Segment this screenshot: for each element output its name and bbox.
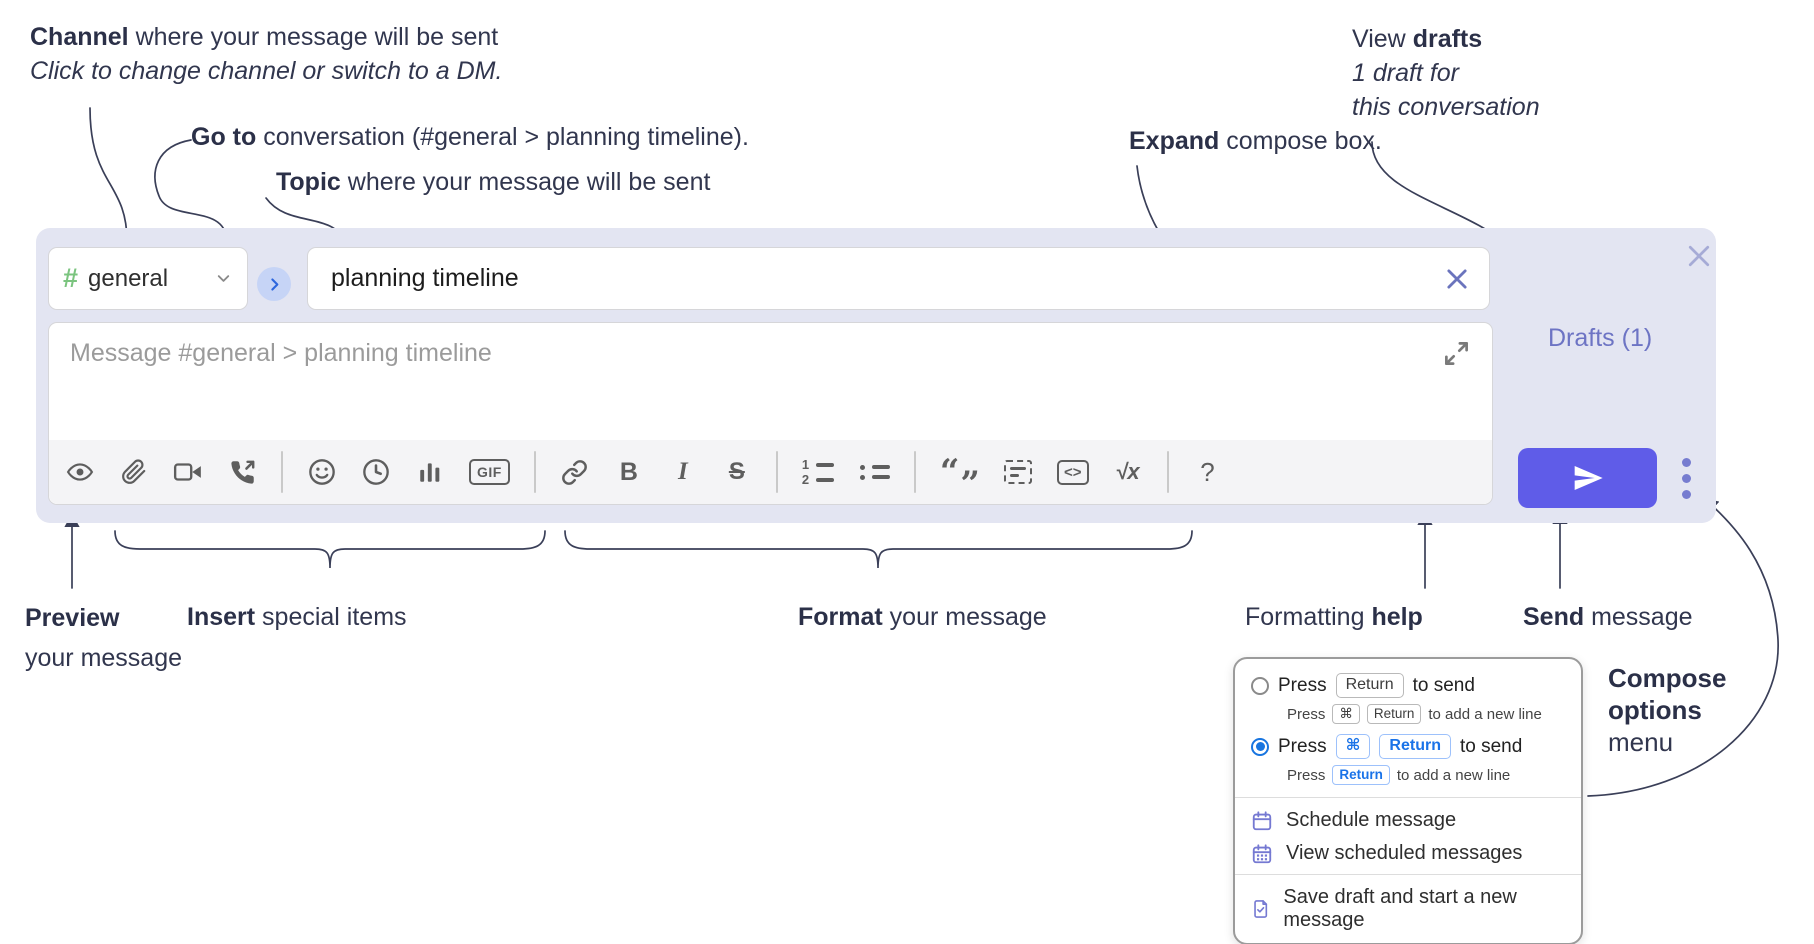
gif-button[interactable]: GIF [469,452,510,492]
toolbar-divider [775,451,778,493]
spoiler-button[interactable] [1003,452,1033,492]
formatting-help-button[interactable]: ? [1193,452,1223,492]
menu-item-schedule-message[interactable]: Schedule message [1235,804,1581,837]
goto-annotation: Go to conversation (#general > planning … [191,123,749,151]
formatting-help-annotation: Formatting help [1245,603,1423,631]
close-compose-icon[interactable] [1684,241,1714,271]
compose-toolbar: GIF B I S [49,440,1492,504]
clock-icon [363,459,389,485]
ellipsis-dot [1681,458,1691,467]
code-icon: <> [1056,459,1089,485]
numbered-list-button[interactable]: 1 2 [802,452,834,492]
return-key: Return [1379,734,1451,759]
link-button[interactable] [560,452,590,492]
compose-options-popup: Press Return to send Press ⌘ Return to a… [1233,657,1583,944]
math-button[interactable]: √x [1113,452,1143,492]
channel-hash-icon: # [63,263,79,293]
preview-button[interactable] [65,452,95,492]
strikethrough-icon: S [728,458,745,485]
view-drafts-annotation: View drafts 1 draft for this conversatio… [1352,25,1540,121]
cmd-key: ⌘ [1335,734,1371,759]
send-option-return[interactable]: Press Return to send Press ⌘ Return to a… [1235,671,1581,732]
code-button[interactable]: <> [1056,452,1089,492]
message-box: GIF B I S [48,322,1493,505]
send-icon [1574,466,1603,490]
radio-selected[interactable] [1251,737,1269,756]
toolbar-divider [281,451,283,493]
emoji-button[interactable] [307,452,337,492]
bulleted-list-icon [858,464,890,480]
phone-outgoing-icon [230,460,254,484]
strikethrough-button[interactable]: S [722,452,752,492]
bold-icon: B [619,457,638,486]
cmd-key: ⌘ [1332,704,1360,724]
italic-button[interactable]: I [668,452,698,492]
link-icon [562,459,588,485]
bold-button[interactable]: B [614,452,644,492]
popup-divider [1235,797,1581,798]
channel-selector[interactable]: # general [48,247,248,310]
chevron-right-icon [270,277,278,291]
drafts-link[interactable]: Drafts (1) [1548,324,1653,352]
topic-annotation: Topic where your message will be sent [276,168,711,196]
draft-check-icon [1254,900,1268,918]
expand-annotation: Expand compose box. [1129,127,1382,155]
compose-options-annotation: Compose options menu [1608,663,1727,757]
go-to-conversation-button[interactable] [257,267,291,301]
audio-call-button[interactable] [227,452,257,492]
calendar-grid-icon [1252,843,1272,863]
ellipsis-dot [1681,490,1691,499]
topic-input[interactable] [308,248,1489,309]
ellipsis-dot [1681,474,1691,483]
paperclip-icon [122,459,146,484]
message-input[interactable] [49,323,1492,439]
send-button[interactable] [1518,448,1657,508]
toolbar-divider [1166,451,1169,493]
channel-pointer-line [89,107,135,244]
calendar-icon [1252,810,1272,830]
channel-name: general [88,264,169,292]
video-call-button[interactable] [173,452,203,492]
compose-options-button[interactable] [1680,458,1692,499]
menu-item-view-scheduled-messages[interactable]: View scheduled messages [1235,837,1581,870]
format-brace [564,530,1193,569]
format-annotation: Format your message [798,603,1047,631]
quote-icon: “” [939,452,980,504]
send-option-cmd-return[interactable]: Press ⌘ Return to send Press Return to a… [1235,732,1581,793]
return-key: Return [1332,765,1390,785]
global-time-button[interactable] [361,452,391,492]
toolbar-divider [913,451,916,493]
radio-unselected[interactable] [1251,676,1269,695]
chevron-down-icon [217,275,230,282]
menu-item-save-draft[interactable]: Save draft and start a new message [1235,881,1581,937]
toolbar-divider [533,451,536,493]
video-camera-icon [173,463,201,481]
bar-chart-icon [420,463,440,482]
insert-annotation: Insert special items [187,603,407,631]
topic-field [307,247,1490,310]
send-annotation: Send message [1523,603,1693,631]
preview-annotation: Preview your message [25,604,183,672]
question-mark-icon: ? [1200,456,1215,487]
expand-compose-icon[interactable] [1443,340,1470,367]
popup-divider [1235,874,1581,875]
eye-icon [66,463,94,481]
poll-button[interactable] [415,452,445,492]
smiley-icon [309,459,335,485]
insert-brace [114,530,546,569]
italic-icon: I [677,458,688,485]
attach-file-button[interactable] [119,452,149,492]
gif-icon: GIF [469,459,510,485]
return-key: Return [1335,673,1404,698]
return-key: Return [1366,704,1422,724]
channel-annotation: Channel where your message will be sent … [30,23,503,85]
compose-box: # general [36,228,1716,523]
topic-clear-icon[interactable] [1443,265,1471,293]
math-icon: √x [1115,459,1140,484]
numbered-list-icon: 1 2 [802,458,834,486]
spoiler-icon [1003,460,1032,484]
quote-button[interactable]: “” [939,452,980,504]
goto-pointer-line [154,139,234,243]
bulleted-list-button[interactable] [858,452,890,492]
